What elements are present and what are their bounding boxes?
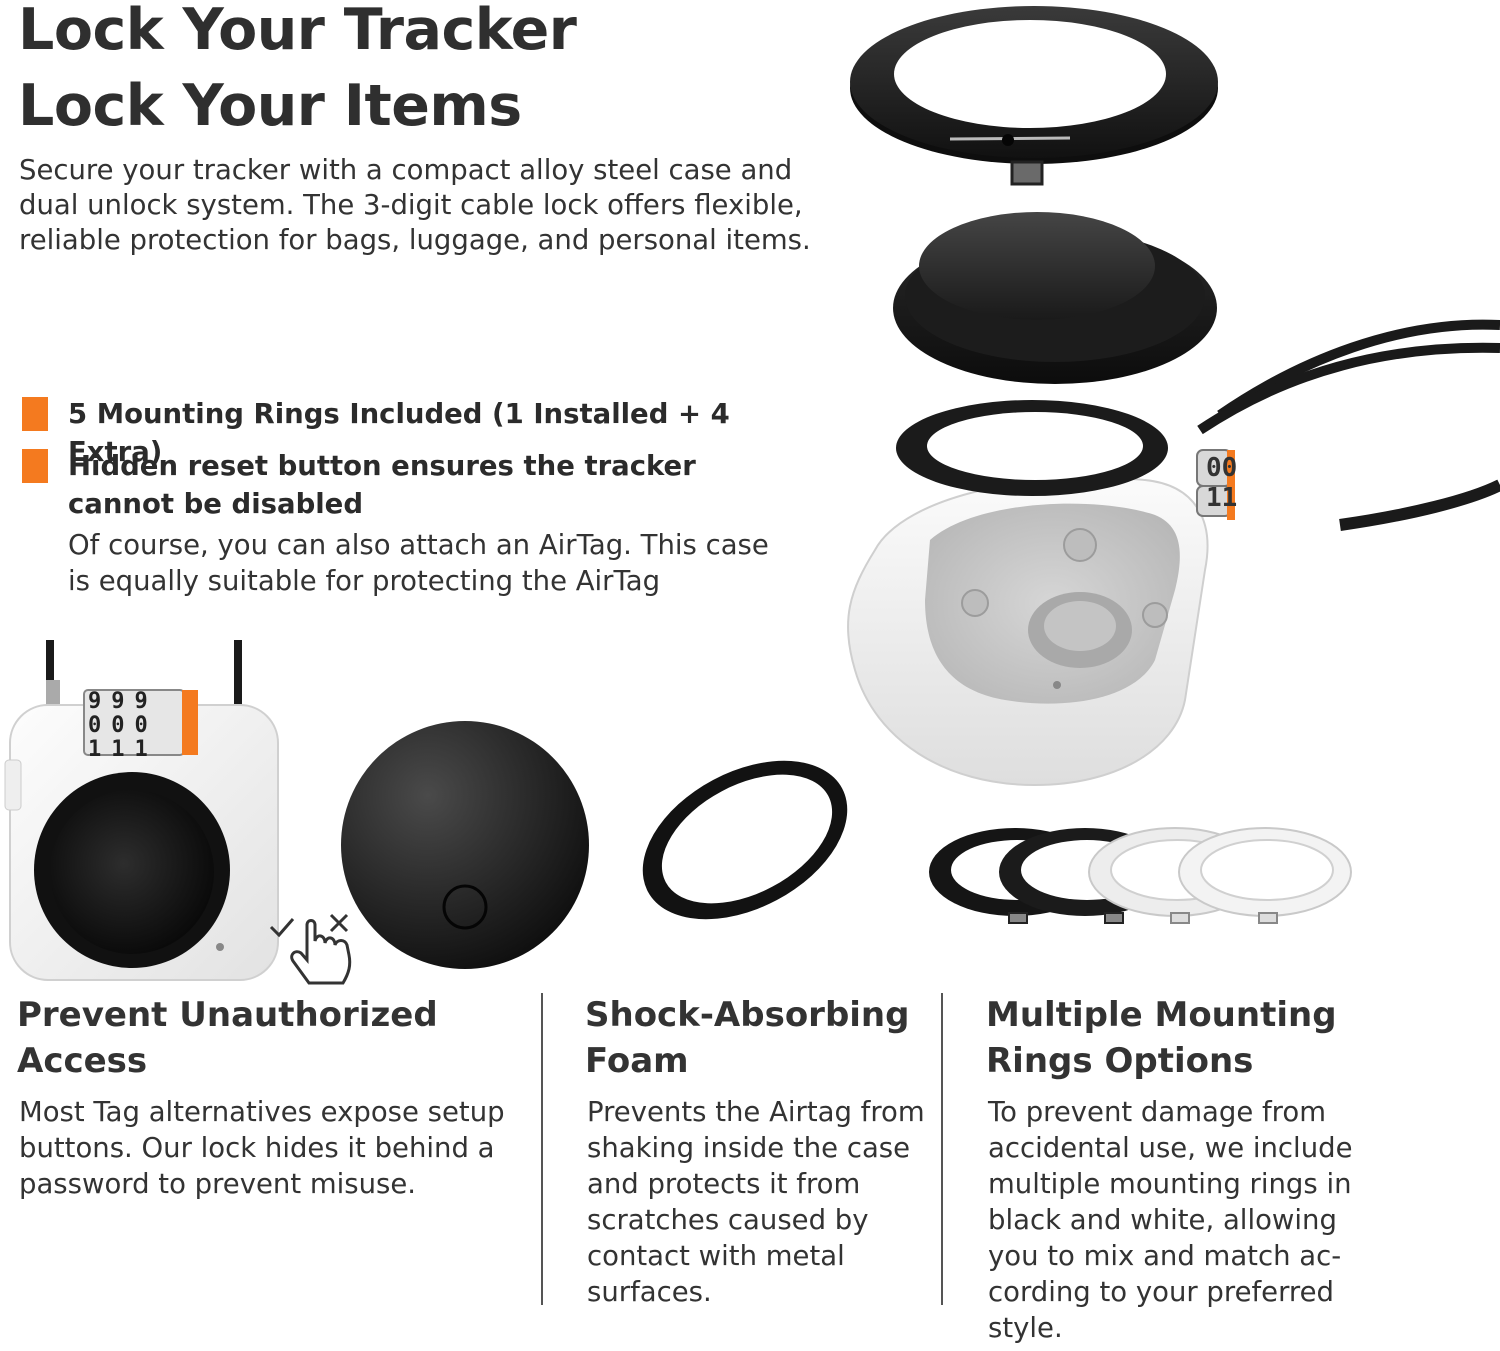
- side-dial-digits: 00 11: [1206, 453, 1266, 513]
- column-body: Prevents the Airtag from shaking inside …: [587, 1096, 925, 1308]
- cable-illustration: [1197, 319, 1500, 531]
- case-cover-illustration: [893, 212, 1217, 384]
- orange-square-icon: [22, 397, 48, 431]
- column-body: Most Tag alternatives expose setup butto…: [19, 1096, 505, 1200]
- feature-column: Multiple Mounting Rings Options To preve…: [986, 992, 1386, 1346]
- column-heading: Multiple Mounting Rings Options: [986, 995, 1337, 1081]
- digit: 0: [111, 713, 135, 738]
- feature-item: Hidden reset button ensures the tracker …: [22, 449, 822, 525]
- column-divider: [541, 993, 543, 1305]
- digit: 0: [88, 713, 112, 738]
- mounting-ring-illustration: [850, 6, 1218, 186]
- black-tracker-illustration: [341, 721, 589, 969]
- lock-front-illustration: [4, 640, 279, 981]
- hand-pointer-icon: [269, 913, 352, 985]
- feature-text: Hidden reset button ensures the tracker …: [68, 450, 696, 520]
- side-digit: 1: [1221, 483, 1238, 513]
- feature-column: Shock-Absorbing Foam Prevents the Airtag…: [585, 992, 930, 1310]
- column-heading: Prevent Unauthorized Access: [17, 995, 438, 1081]
- column-body: To prevent damage from accidental use, w…: [988, 1096, 1353, 1344]
- feature-column: Prevent Unauthorized Access Most Tag alt…: [17, 992, 537, 1202]
- digit: 1: [88, 737, 112, 762]
- digit: 9: [134, 689, 158, 714]
- column-heading: Shock-Absorbing Foam: [585, 995, 910, 1081]
- page-title: Lock Your Tracker Lock Your Items: [18, 0, 577, 144]
- front-dial-digits: 999 000 111: [88, 690, 188, 762]
- feature-text: 5 Mounting Rings Included (1 Installed +…: [68, 398, 730, 468]
- white-case-illustration: [846, 400, 1235, 787]
- side-digit: 0: [1221, 453, 1238, 483]
- digit: 9: [111, 689, 135, 714]
- side-digit: 1: [1206, 483, 1222, 513]
- combination-dial: [1196, 449, 1235, 520]
- foam-ring-illustration: [642, 760, 848, 920]
- digit: 1: [111, 737, 135, 762]
- title-line-2: Lock Your Items: [18, 73, 522, 139]
- title-line-1: Lock Your Tracker: [18, 0, 577, 63]
- orange-square-icon: [22, 449, 48, 483]
- intro-text: Secure your tracker with a compact alloy…: [19, 154, 811, 256]
- extra-rings-illustration: [929, 827, 1352, 924]
- digit: 9: [88, 689, 112, 714]
- feature-item: 5 Mounting Rings Included (1 Installed +…: [22, 397, 822, 468]
- column-divider: [941, 993, 943, 1305]
- digit: 0: [134, 713, 158, 738]
- side-digit: 0: [1206, 453, 1222, 483]
- feature-note: Of course, you can also attach an AirTag…: [68, 529, 769, 597]
- digit: 1: [134, 737, 158, 762]
